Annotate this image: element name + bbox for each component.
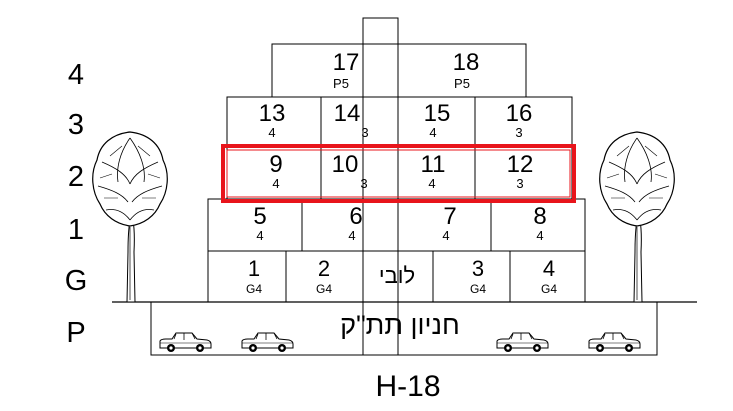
apartment-number: 2 (318, 256, 330, 281)
apartment-number: 6 (349, 203, 362, 230)
apartment-rooms: 4 (442, 228, 449, 243)
car-icon (159, 332, 212, 353)
parking-label: חניון תת"ק (340, 310, 460, 340)
car-icon (241, 332, 294, 353)
parking-level (150, 301, 658, 356)
car-icon (588, 332, 641, 353)
apartment-rooms: G4 (541, 282, 557, 296)
apartment-number: 17 (333, 49, 360, 76)
apartment-rooms: 3 (516, 176, 523, 191)
lobby-label: לובי (379, 263, 415, 288)
apartment-rooms: G4 (246, 282, 262, 296)
apartment-rooms: P5 (333, 76, 349, 91)
apartment-number: 8 (533, 203, 546, 230)
apartment-number: 7 (443, 203, 456, 230)
apartment-labels: 17P518P513414315416394103114123546474841… (246, 49, 557, 296)
car-icon (496, 332, 549, 353)
floor-4 (271, 43, 527, 98)
floor-label: G (65, 265, 88, 297)
apartment-rooms: P5 (454, 76, 470, 91)
central-core (362, 17, 399, 356)
apartment-rooms: 4 (429, 125, 436, 140)
apartment-rooms: 4 (348, 228, 355, 243)
apartment-number: 16 (506, 100, 533, 127)
apartment-number: 14 (334, 100, 361, 127)
apartment-rooms: 3 (360, 176, 367, 191)
floor-labels: 4 3 2 1GP (65, 59, 88, 349)
apartment-rooms: 4 (272, 176, 279, 191)
apartment-rooms: G4 (316, 282, 332, 296)
floor-label: P (66, 317, 85, 349)
apartment-rooms: 3 (361, 125, 368, 140)
floor-label: 2 (68, 161, 84, 193)
apartment-rooms: 4 (268, 125, 275, 140)
apartment-number: 13 (259, 100, 286, 127)
apartment-rooms: 3 (515, 125, 522, 140)
apartment-number: 5 (253, 203, 266, 230)
apartment-number: 11 (421, 151, 446, 178)
apartment-rooms: 4 (428, 176, 435, 191)
apartment-number: 1 (248, 256, 260, 281)
tree-left-icon (92, 131, 168, 303)
apartment-number: 4 (543, 256, 555, 281)
apartment-number: 10 (332, 151, 359, 178)
building-code: H-18 (375, 370, 440, 403)
apartment-rooms: 4 (256, 228, 263, 243)
floor-label: 1 (68, 214, 84, 246)
apartment-number: 12 (507, 151, 534, 178)
floor-label: 3 (68, 109, 84, 141)
apartment-rooms: G4 (470, 282, 486, 296)
floor-label: 4 (68, 59, 84, 91)
apartment-number: 15 (424, 100, 451, 127)
apartment-number: 3 (472, 256, 484, 281)
floor-2-highlight (221, 144, 576, 203)
apartment-number: 9 (269, 151, 282, 178)
tree-right-icon (599, 131, 675, 303)
apartment-rooms: 4 (536, 228, 543, 243)
apartment-number: 18 (453, 49, 480, 76)
floor-2-highlight-inner (226, 149, 571, 198)
